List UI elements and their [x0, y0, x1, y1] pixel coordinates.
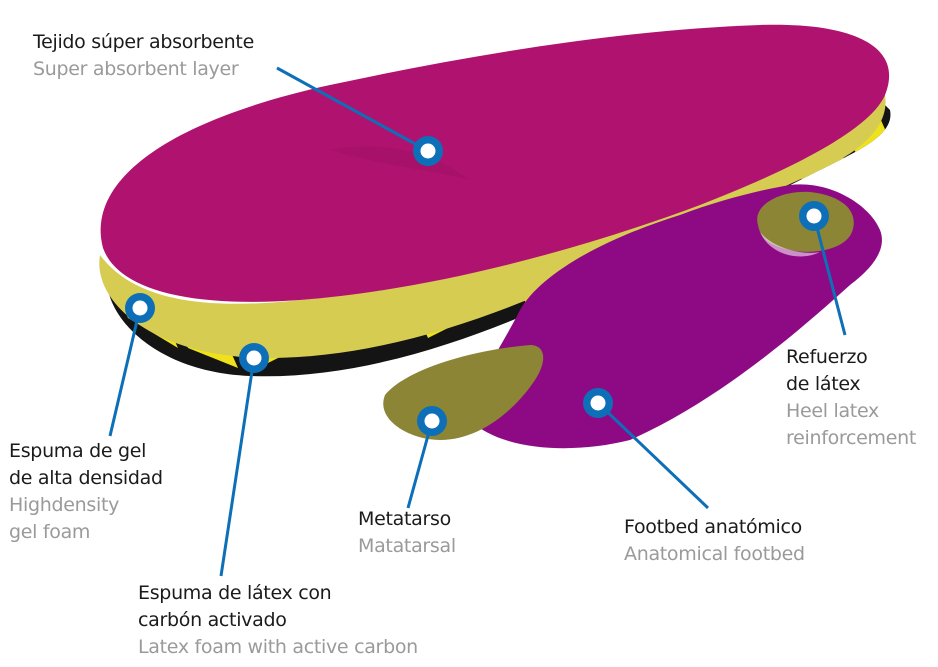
marker-gel-foam [125, 293, 155, 323]
marker-center [425, 414, 440, 429]
label-es: de alta densidad [9, 465, 163, 492]
label-es: de látex [786, 371, 916, 398]
leader-line-gel-foam [110, 308, 140, 436]
label-gel-foam: Espuma de gel de alta densidad Highdensi… [9, 438, 163, 546]
label-es: carbón activado [138, 607, 418, 634]
label-latex-foam: Espuma de látex con carbón activado Late… [138, 580, 418, 661]
label-metatarsal: Metatarso Matatarsal [358, 506, 456, 560]
marker-top-fabric [413, 136, 443, 166]
label-es: Espuma de gel [9, 438, 163, 465]
marker-metatarsal [417, 406, 447, 436]
label-en: Anatomical footbed [624, 541, 805, 568]
marker-footbed [583, 388, 613, 418]
marker-latex-foam [239, 343, 269, 373]
label-en: gel foam [9, 519, 163, 546]
label-heel: Refuerzo de látex Heel latex reinforceme… [786, 344, 916, 452]
label-en: Matatarsal [358, 533, 456, 560]
label-top-fabric: Tejido súper absorbente Super absorbent … [33, 29, 254, 83]
label-en: Latex foam with active carbon [138, 634, 418, 661]
label-es: Tejido súper absorbente [33, 29, 254, 56]
label-footbed: Footbed anatómico Anatomical footbed [624, 514, 805, 568]
marker-center [807, 209, 822, 224]
marker-heel [799, 201, 829, 231]
label-en: Heel latex [786, 398, 916, 425]
marker-center [591, 396, 606, 411]
label-en: reinforcement [786, 425, 916, 452]
label-es: Refuerzo [786, 344, 916, 371]
label-en: Highdensity [9, 492, 163, 519]
label-en: Super absorbent layer [33, 56, 254, 83]
marker-center [247, 351, 262, 366]
marker-center [421, 144, 436, 159]
marker-center [133, 301, 148, 316]
leader-line-latex-foam [221, 358, 254, 576]
label-es: Metatarso [358, 506, 456, 533]
label-es: Espuma de látex con [138, 580, 418, 607]
label-es: Footbed anatómico [624, 514, 805, 541]
